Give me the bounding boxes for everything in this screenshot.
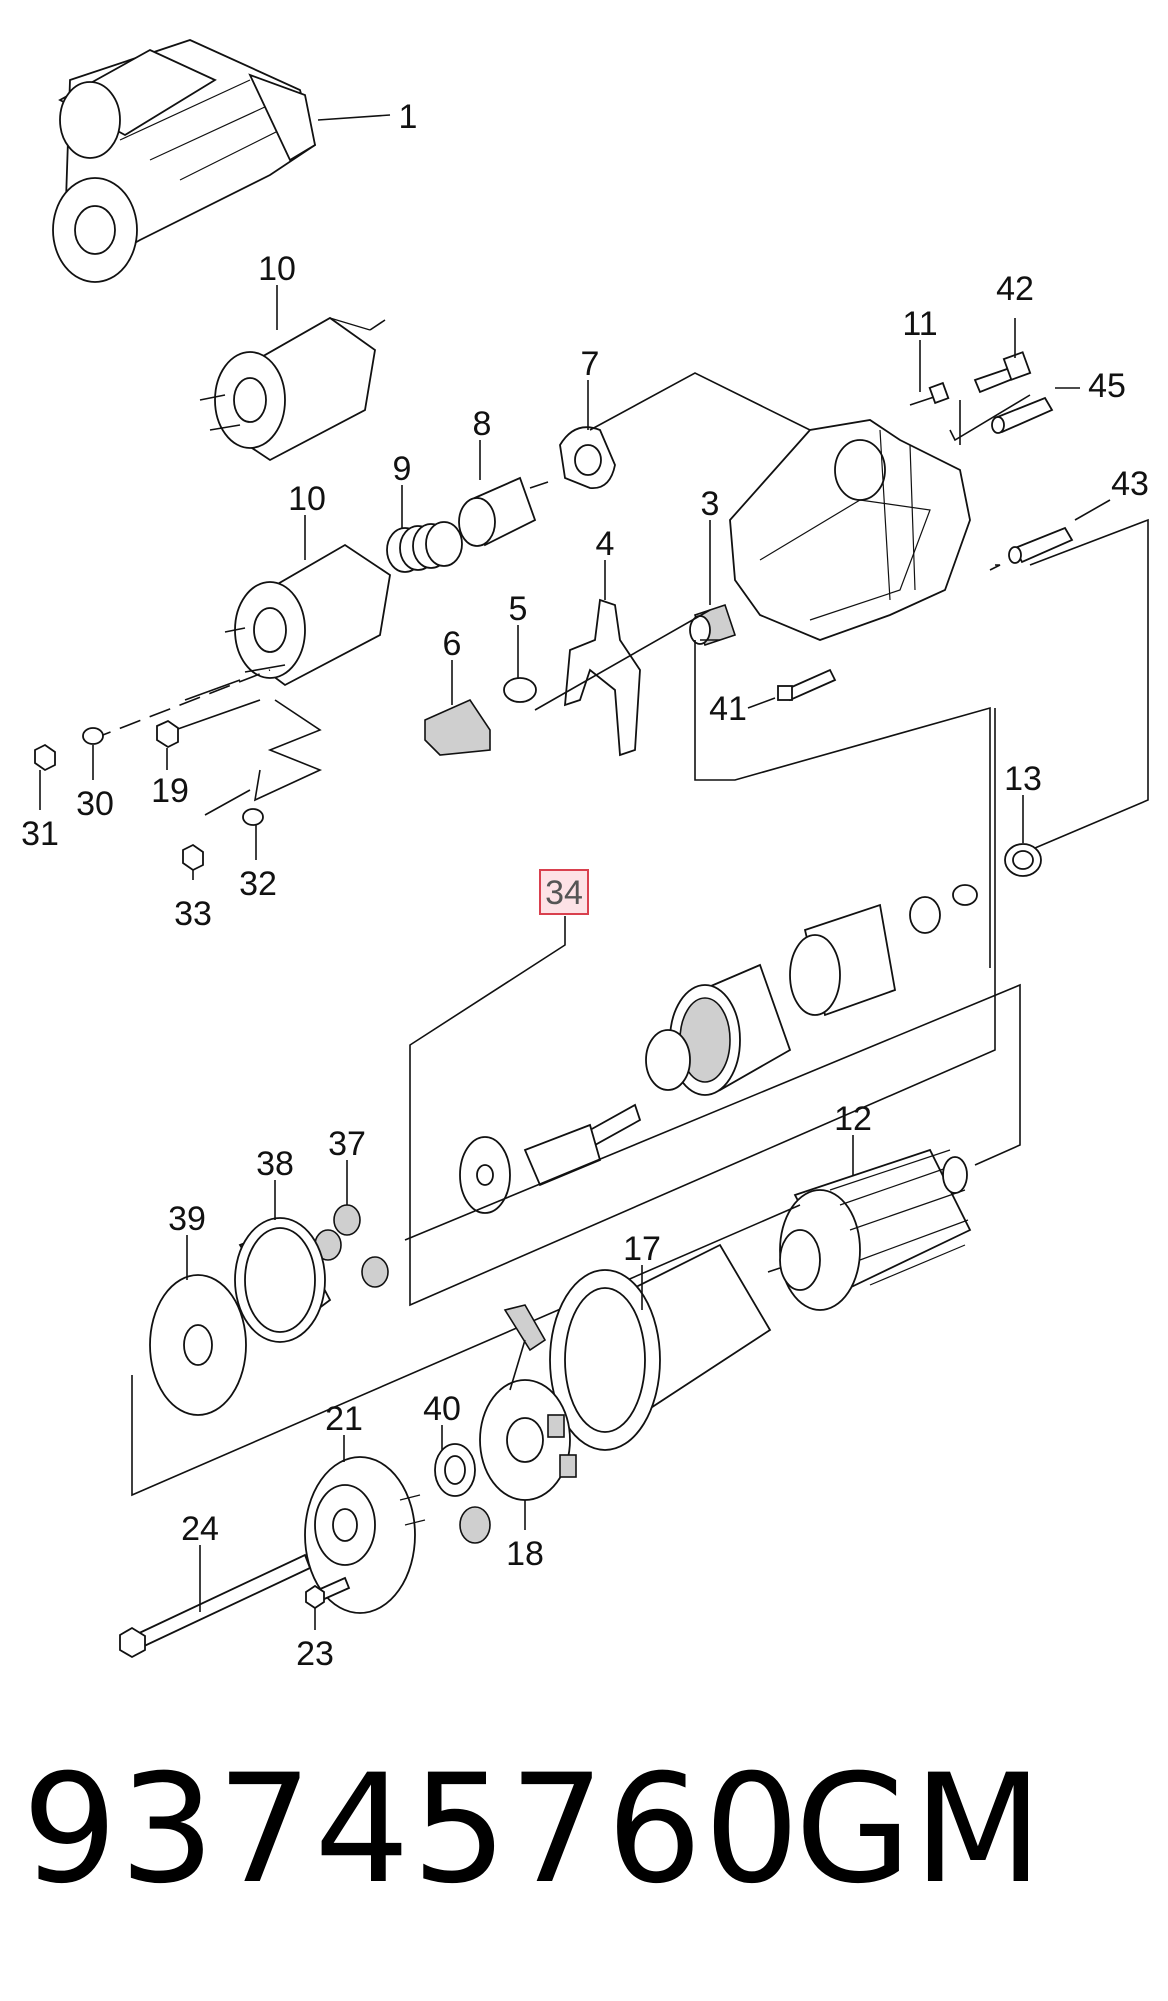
callout-38: 38 [256,1145,294,1183]
brand-name: GM [795,1743,1045,1917]
callout-11: 11 [902,305,937,343]
callout-42: 42 [996,270,1034,308]
callout-24: 24 [181,1510,219,1548]
washer-30 [82,727,104,745]
part-12-armature [767,1148,972,1311]
leader-41 [747,697,776,709]
callout-4: 4 [596,525,615,563]
callout-19: 19 [151,772,189,810]
callout-34: 34 [545,874,583,912]
callout-3: 3 [701,485,720,523]
part-8-plunger [458,476,549,547]
callout-1: 1 [399,98,418,136]
callout-32: 32 [239,865,277,903]
part-4-fork [563,598,641,757]
callout-5: 5 [509,590,528,628]
callout-45: 45 [1088,367,1126,405]
callout-9: 9 [393,450,412,488]
nut-33 [182,843,204,872]
leader-1 [317,114,391,121]
guide-lines-top [174,372,1149,968]
callout-10-top: 10 [258,250,296,288]
part-7-plate [559,426,616,489]
part-10-solenoid-top [199,316,386,462]
callout-6: 6 [443,625,462,663]
bolt-43 [1008,526,1074,564]
nut-19 [156,719,179,749]
guide-armature [404,983,1021,1241]
bolt-45 [991,396,1054,434]
callout-13: 13 [1004,760,1042,798]
callout-21: 21 [325,1400,363,1438]
part-5-washer [503,677,537,703]
part-6-holder [424,698,491,756]
part-3-pinion [689,603,737,647]
bolt-11 [909,381,950,406]
bracket-34 [409,708,996,1307]
nut-31 [34,743,56,772]
part-number: 93745760 [22,1743,802,1917]
part-1-starter-assembly [52,39,317,283]
callout-10-middle: 10 [288,480,326,518]
bolt-42 [973,351,1032,394]
part-23-screw [305,1576,351,1610]
callout-39: 39 [168,1200,206,1238]
part-37-planet-gears [314,1204,389,1288]
part-38-ring [234,1217,332,1343]
callout-31: 31 [21,815,59,853]
leader-43 [1074,499,1111,521]
part-34-assembly [459,896,941,1214]
part-9-spring [386,521,463,573]
part-18-brush-plate [479,1304,577,1501]
callout-43: 43 [1111,465,1149,503]
callout-33: 33 [174,895,212,933]
part-13-seal [952,843,1042,906]
part-10-solenoid-middle [224,543,391,687]
part-24-through-bolt [119,1553,312,1659]
callout-17: 17 [623,1230,661,1268]
callout-23: 23 [296,1635,334,1673]
callout-7: 7 [581,345,600,383]
washer-32 [242,808,264,826]
part-21-end-frame [304,1456,426,1614]
bolt-41 [777,668,837,702]
callout-18: 18 [506,1535,544,1573]
callout-41: 41 [709,690,747,728]
callout-30: 30 [76,785,114,823]
part-17-yoke [549,1243,772,1451]
callout-8: 8 [473,405,492,443]
part-drive-housing [729,419,971,641]
callout-40: 40 [423,1390,461,1428]
callout-12: 12 [834,1100,872,1138]
dashed-link-top [89,669,271,741]
callout-labels: 1 10 10 7 8 9 11 42 45 43 3 4 5 6 41 13 … [21,98,1149,1673]
part-39-end-plate [149,1274,247,1416]
part-40-bearing [434,1443,491,1544]
callout-34-highlight [539,869,589,915]
callout-37: 37 [328,1125,366,1163]
